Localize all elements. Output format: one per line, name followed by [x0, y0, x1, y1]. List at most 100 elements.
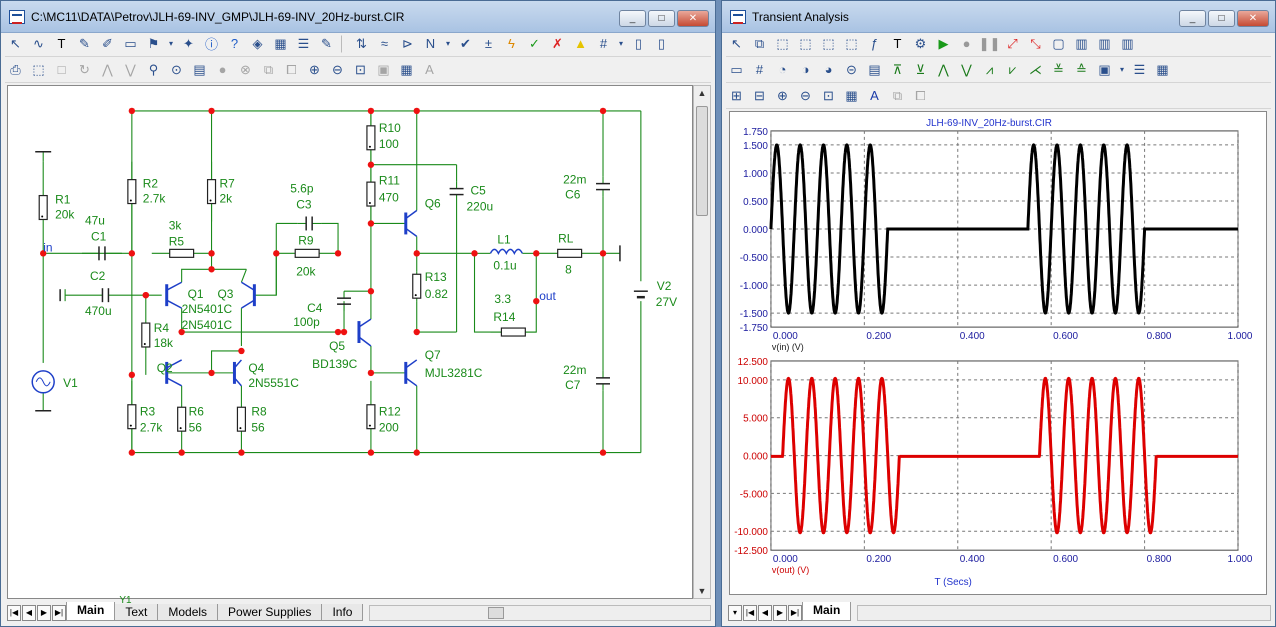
gauge4-icon[interactable]: ⊝: [846, 61, 857, 77]
analysis-tab-main[interactable]: Main: [802, 602, 852, 621]
frame1-icon[interactable]: ▢: [1052, 35, 1065, 51]
analysis-first-tab-button[interactable]: |◀: [743, 605, 757, 621]
zoom-a-icon[interactable]: ⤢: [1007, 35, 1018, 51]
paste-icon[interactable]: ⧠: [915, 87, 926, 103]
gauge1-icon[interactable]: ◔: [778, 62, 787, 77]
pen-icon[interactable]: ✎: [79, 35, 90, 51]
rotate-icon[interactable]: ↻: [79, 61, 90, 77]
info-icon[interactable]: ⓘ: [204, 37, 218, 52]
maximize-button[interactable]: □: [648, 10, 675, 27]
probe-icon[interactable]: ⊳: [402, 35, 413, 51]
gauge3-icon[interactable]: ◕: [824, 62, 833, 77]
select-icon[interactable]: ↖: [731, 35, 742, 51]
peak3-icon[interactable]: ⋀: [938, 61, 949, 77]
wave-icon[interactable]: ≈: [380, 36, 389, 51]
gauge2-icon[interactable]: ◑: [801, 62, 810, 77]
zoom-out-icon[interactable]: ⊖: [332, 61, 343, 77]
pause-icon[interactable]: ❚❚: [978, 35, 1001, 51]
grid-icon[interactable]: #: [755, 62, 764, 77]
peak8-icon[interactable]: ≚: [1053, 61, 1064, 77]
frame3-icon[interactable]: ▥: [1098, 35, 1111, 51]
properties-icon[interactable]: ⚙: [914, 35, 927, 51]
clear-icon[interactable]: ⊗: [240, 61, 251, 77]
page2-icon[interactable]: ▯: [657, 35, 666, 51]
zoom-fit-icon[interactable]: ⊡: [355, 61, 366, 77]
triangle-icon[interactable]: ▲: [574, 36, 587, 51]
analysis-titlebar[interactable]: Transient Analysis _ □ ✕: [722, 1, 1275, 33]
grid-icon[interactable]: #: [599, 36, 608, 51]
component-icon[interactable]: ◈: [252, 35, 263, 51]
gray1-icon[interactable]: ▣: [377, 61, 390, 77]
dd-icon[interactable]: ▾: [445, 39, 450, 48]
close-button[interactable]: ✕: [677, 10, 709, 27]
list-icon[interactable]: ☰: [1133, 61, 1146, 77]
zoom-in-icon[interactable]: ⊕: [309, 61, 320, 77]
analysis-maximize-button[interactable]: □: [1208, 10, 1235, 27]
font-A-icon[interactable]: A: [425, 62, 434, 77]
box-icon[interactable]: □: [57, 62, 66, 77]
analysis-close-button[interactable]: ✕: [1237, 10, 1269, 27]
vertical-scrollbar[interactable]: ▲ ▼: [693, 85, 711, 599]
fit2-icon[interactable]: ⊟: [754, 87, 765, 103]
binoculars-icon[interactable]: ⊙: [171, 61, 182, 77]
bus-icon[interactable]: ▭: [124, 35, 137, 51]
peak2-icon[interactable]: ⊻: [915, 61, 926, 77]
paste-icon[interactable]: ⧠: [286, 61, 297, 77]
zoom-in-icon[interactable]: ⊕: [777, 87, 788, 103]
edit-icon[interactable]: ✎: [321, 35, 332, 51]
help-icon[interactable]: ?: [230, 36, 239, 51]
calc-icon[interactable]: ▦: [274, 35, 287, 51]
analysis-next-tab-button[interactable]: ▶: [773, 605, 787, 621]
doc-icon[interactable]: ▤: [193, 61, 206, 77]
text-T-icon[interactable]: T: [57, 36, 66, 51]
frame4-icon[interactable]: ▥: [1121, 35, 1134, 51]
wire-icon[interactable]: ∿: [33, 35, 44, 51]
zoom-box4-icon[interactable]: ⬚: [845, 35, 858, 51]
font-A-icon[interactable]: A: [870, 88, 879, 103]
tab-models[interactable]: Models: [157, 604, 219, 621]
calendar-icon[interactable]: ▦: [1156, 61, 1169, 77]
grid-dd-icon[interactable]: ▦: [845, 87, 858, 103]
pen-2-icon[interactable]: ✐: [102, 35, 113, 51]
prev-tab-button[interactable]: ◀: [22, 605, 36, 621]
run-icon[interactable]: ▶: [938, 35, 949, 51]
analysis-prev-tab-button[interactable]: ◀: [758, 605, 772, 621]
node-icon[interactable]: N: [425, 36, 436, 51]
mirror-icon[interactable]: ⋀: [102, 61, 113, 77]
select-box-icon[interactable]: ⬚: [32, 61, 45, 77]
flip-icon[interactable]: ⇅: [356, 35, 367, 51]
check-green-icon[interactable]: ✓: [529, 35, 540, 51]
zoom-fit-icon[interactable]: ⊡: [823, 87, 834, 103]
copy-icon[interactable]: ⧉: [263, 61, 274, 77]
peak4-icon[interactable]: ⋁: [961, 61, 972, 77]
mirror2-icon[interactable]: ⋁: [125, 61, 136, 77]
fx-icon[interactable]: ƒ: [870, 36, 879, 51]
analysis-dd-button[interactable]: ▾: [728, 605, 742, 621]
peak9-icon[interactable]: ≙: [1076, 61, 1087, 77]
zoom-box3-icon[interactable]: ⬚: [822, 35, 835, 51]
horizontal-scrollbar[interactable]: [369, 605, 711, 621]
scope-icon[interactable]: ▭: [730, 61, 743, 77]
page-icon[interactable]: ▯: [634, 35, 643, 51]
zoom-box2-icon[interactable]: ⬚: [799, 35, 812, 51]
text-T-icon[interactable]: T: [893, 36, 902, 51]
copy-dd-icon[interactable]: ⧉: [754, 35, 765, 51]
copy-icon[interactable]: ⧉: [892, 87, 903, 103]
stop-icon[interactable]: ●: [218, 62, 227, 77]
tab-info[interactable]: Info: [321, 604, 364, 621]
pin-icon[interactable]: ✦: [183, 35, 194, 51]
flash-icon[interactable]: ϟ: [508, 36, 515, 51]
minimize-button[interactable]: _: [619, 10, 646, 27]
dd-icon[interactable]: ▾: [618, 39, 623, 48]
peak1-icon[interactable]: ⊼: [892, 61, 903, 77]
props-icon[interactable]: ▤: [868, 61, 881, 77]
stop-icon[interactable]: ●: [962, 36, 971, 51]
peak7-icon[interactable]: ⋌: [1029, 61, 1042, 77]
frame2-icon[interactable]: ▥: [1075, 35, 1088, 51]
grid-dd-icon[interactable]: ▦: [400, 61, 413, 77]
list-icon[interactable]: ☰: [297, 35, 310, 51]
tab-power-supplies[interactable]: Power Supplies: [217, 604, 323, 621]
x-red-icon[interactable]: ✗: [552, 35, 563, 51]
